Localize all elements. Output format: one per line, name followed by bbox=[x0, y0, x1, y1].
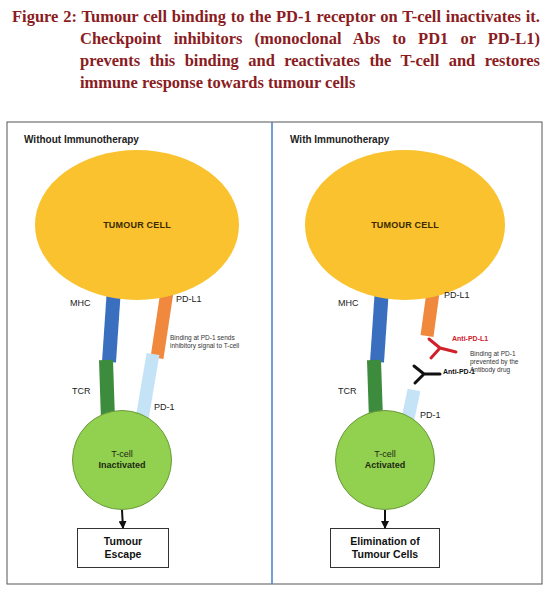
tumour-cell: TUMOUR CELL bbox=[305, 150, 505, 300]
molecule-label: MHC bbox=[338, 298, 378, 309]
t-cell: T-cellActivated bbox=[335, 410, 435, 510]
anti-pd-l1-antibody bbox=[429, 339, 456, 358]
figure-frame bbox=[7, 122, 542, 584]
mhc-bar bbox=[109, 288, 114, 362]
panel-divider bbox=[271, 122, 273, 584]
tumour-cell: TUMOUR CELL bbox=[35, 150, 239, 300]
molecule-label: PD-L1 bbox=[176, 294, 226, 305]
molecule-label: MHC bbox=[70, 298, 110, 309]
note-text: Binding at PD-1 sends inhibitory signal … bbox=[170, 334, 256, 350]
molecule-label: TCR bbox=[338, 386, 378, 397]
panel-heading: With Immunotherapy bbox=[290, 134, 450, 145]
antibody-label: Anti-PD-L1 bbox=[452, 333, 512, 344]
molecule-label: TCR bbox=[72, 386, 112, 397]
node-text: Inactivated bbox=[98, 460, 145, 471]
node-text: TUMOUR CELL bbox=[371, 220, 439, 230]
node-text: T-cell bbox=[111, 449, 133, 460]
arrow-connector bbox=[384, 510, 386, 528]
note-text: Binding at PD-1 prevented by the Antibod… bbox=[470, 350, 538, 374]
node-text: Tumour Escape bbox=[92, 535, 154, 561]
figure-title: Figure 2: Tumour cell binding to the PD-… bbox=[12, 6, 540, 94]
outcome-box: Elimination of Tumour Cells bbox=[330, 528, 440, 568]
node-text: TUMOUR CELL bbox=[103, 220, 171, 230]
molecule-label: PD-1 bbox=[154, 402, 194, 413]
t-cell: T-cellInactivated bbox=[72, 410, 172, 510]
node-text: T-cell bbox=[374, 449, 396, 460]
molecule-label: PD-1 bbox=[420, 410, 460, 421]
outcome-box: Tumour Escape bbox=[77, 528, 169, 568]
arrow-connector bbox=[122, 510, 123, 528]
node-text: Activated bbox=[365, 460, 406, 471]
node-text: Elimination of Tumour Cells bbox=[345, 535, 425, 561]
panel-heading: Without Immunotherapy bbox=[24, 134, 184, 145]
anti-pd-1-antibody bbox=[414, 366, 440, 383]
molecule-label: PD-L1 bbox=[444, 290, 494, 301]
mhc-bar bbox=[377, 288, 382, 362]
